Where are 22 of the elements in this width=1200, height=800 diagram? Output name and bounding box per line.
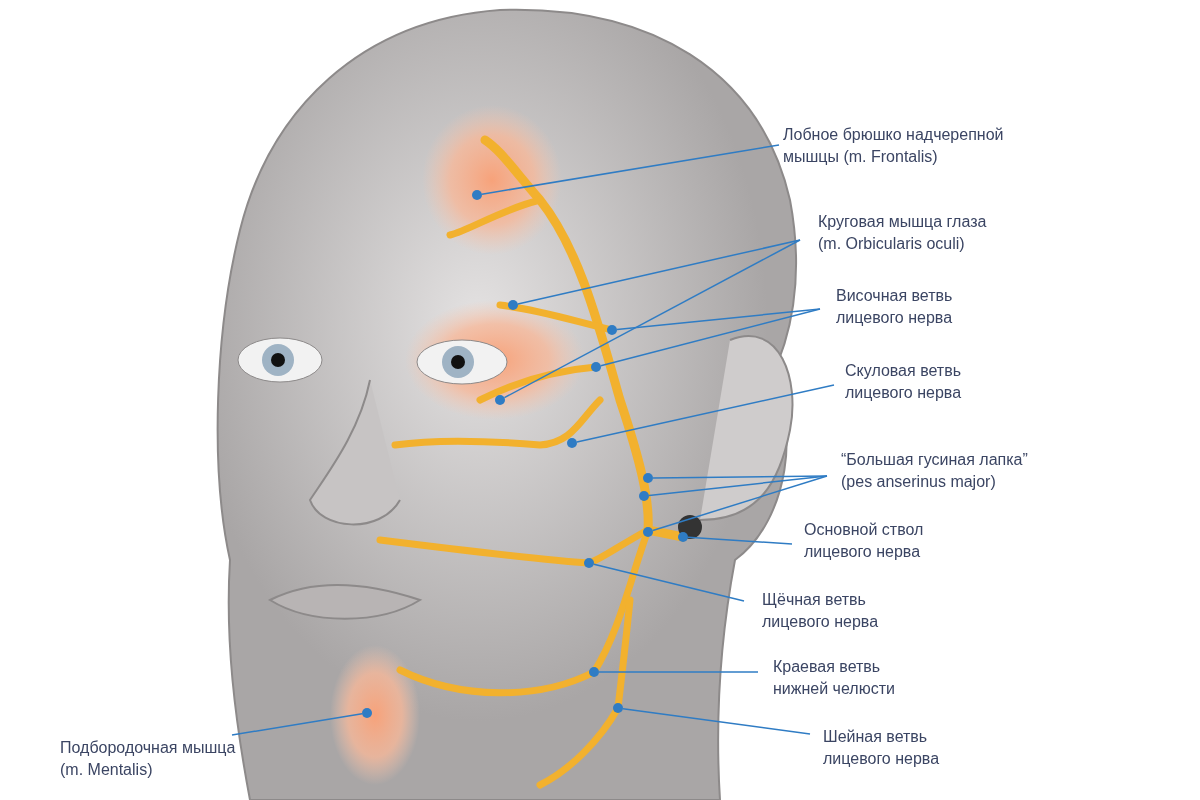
part-label: Скуловая ветвь лицевого нерва (845, 361, 963, 403)
leader-line (652, 475, 828, 532)
leader-line (576, 384, 835, 443)
leader-line (622, 707, 811, 735)
part-label: Лобное брюшко надчерепной мышцы (m. Frontalis) (783, 125, 1005, 167)
leader-line (593, 563, 745, 602)
leader-line (598, 671, 759, 673)
part-label: “Большая гусиная лапка” (pes anserinus major) (841, 450, 1029, 492)
part-label: Щёчная ветвь лицевого нерва (762, 590, 880, 632)
leader-line (503, 239, 801, 399)
part-label: Круговая мышца глаза (m. Orbicularis oculi) (818, 212, 988, 254)
leader-line (231, 713, 363, 736)
part-label: Основной ствол лицевого нерва (804, 520, 925, 562)
leader-line (648, 475, 828, 497)
leader-line (600, 308, 821, 367)
part-label: Шейная ветвь лицевого нерва (823, 727, 941, 769)
part-label: Подбородочная мышца (m. Mentalis) (60, 738, 237, 780)
leader-line (652, 475, 828, 479)
leader-line (687, 536, 793, 545)
leader-line (616, 308, 821, 331)
part-label: Краевая ветвь нижней челюсти (773, 657, 896, 699)
part-label: Височная ветвь лицевого нерва (836, 286, 954, 328)
